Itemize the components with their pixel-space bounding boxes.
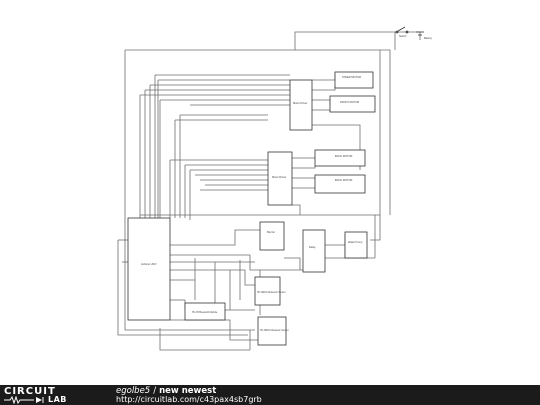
water-pump-label: Water Pump (348, 240, 363, 244)
bluetooth-module-label: HC-05 Bluetooth Module (192, 311, 218, 314)
switch (395, 26, 409, 34)
motor-top-1 (334, 71, 374, 89)
arduino-uno-label: Arduino UNO (141, 262, 156, 266)
motor-top-1-label: STEER MOTOR (342, 75, 361, 79)
author-link[interactable]: egolbe5 (116, 386, 151, 396)
ultrasonic-sensor-1-label: HC-SR04 Ultrasonic Sensor (257, 291, 286, 294)
logo-bottom-text: LAB (48, 395, 67, 404)
battery (416, 31, 424, 36)
motor-driver-mid-label: Motor Driver (272, 175, 286, 179)
buzzer-label: Buzzer (267, 230, 275, 234)
water-pump (344, 231, 368, 259)
circuit-schematic: Switch Battery Motor Driver STEER MOTOR … (117, 26, 433, 351)
footer-bar: CIRCUIT LAB egolbe5/new newest http://ci… (0, 385, 540, 405)
motor-top-2 (329, 95, 376, 113)
circuit-title-line: egolbe5/new newest (116, 386, 216, 396)
motor-driver-top (289, 79, 313, 131)
circuit-title: new newest (159, 386, 217, 396)
motor-mid-1 (314, 149, 366, 167)
ultrasonic-sensor-1 (254, 276, 281, 306)
relay (302, 229, 326, 273)
buzzer (259, 221, 285, 251)
motor-mid-2 (314, 174, 366, 194)
arduino-uno (127, 217, 171, 321)
title-separator: / (153, 386, 157, 396)
bluetooth-module (184, 302, 226, 321)
ultrasonic-sensor-2-label: HC-SR04 Ultrasonic Sensor (260, 329, 289, 332)
motor-mid-1-label: BACK MOTOR (335, 154, 353, 158)
ultrasonic-sensor-2 (257, 316, 287, 346)
circuitlab-logo[interactable]: CIRCUIT LAB (4, 386, 92, 404)
logo-top-text: CIRCUIT (4, 386, 56, 397)
motor-mid-2-label: BACK MOTOR (335, 178, 353, 182)
circuit-url[interactable]: http://circuitlab.com/c43pax4sb7grb (116, 395, 262, 404)
motor-driver-top-label: Motor Driver (293, 101, 307, 105)
battery-label: Battery (424, 37, 433, 40)
waveform-icon (4, 396, 44, 404)
motor-top-2-label: FRONT MOTOR (340, 100, 359, 104)
switch-label: Switch (399, 35, 407, 38)
relay-label: Relay (309, 245, 316, 249)
motor-driver-mid (267, 151, 293, 206)
